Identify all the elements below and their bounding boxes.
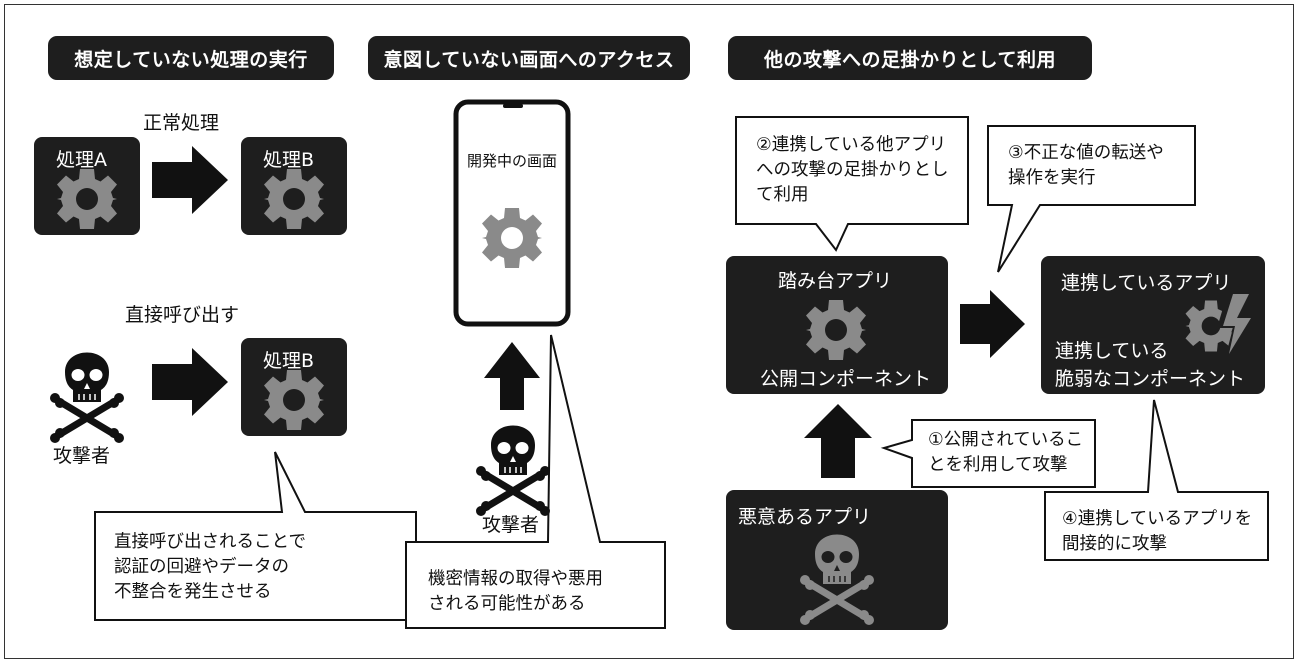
process-b-box: 処理B [241,137,347,235]
callout-confidential-text: 機密情報の取得や悪用 される可能性がある [428,569,603,614]
callout-shape [94,451,417,621]
header-unintended-screen-access: 意図していない画面へのアクセス [368,36,690,80]
stepping-stone-app-box: 踏み台アプリ 公開コンポーネント [726,256,948,394]
dev-screen-label: 開発中の画面 [467,152,558,170]
linked-app-box: 連携しているアプリ 連携している 脆弱なコンポーネント [1041,256,1265,394]
attacker-label-2: 攻撃者 [482,514,540,536]
callout-direct-call-text: 直接呼び出されることで 認証の回避やデータの 不整合を発生させる [114,532,306,602]
linked-sub-label-2: 脆弱なコンポーネント [1055,368,1246,390]
malicious-app-label: 悪意あるアプリ [738,506,872,528]
gear-icon [264,370,324,430]
gear-icon [482,208,542,268]
process-b-direct-box: 処理B [241,338,347,436]
process-b-label: 処理B [263,149,315,171]
callout-3-text: ③不正な値の転送や 操作を実行 [1008,143,1164,188]
skull-icon [726,490,948,630]
gear-icon [264,169,324,229]
arrow-right-icon [152,146,228,214]
arrow-right-icon [152,348,228,416]
diagram-frame [4,4,1294,659]
public-component-label: 公開コンポーネント [760,368,932,390]
callout-shape [987,125,1196,273]
header-unexpected-process: 想定していない処理の実行 [48,36,334,80]
skull-icon [468,418,558,518]
process-b-direct-label: 処理B [263,350,315,372]
linked-sub-label-1: 連携している [1055,340,1169,362]
linked-app-label: 連携しているアプリ [1061,272,1232,294]
arrow-right-icon [960,290,1025,358]
header-stepping-stone: 他の攻撃への足掛かりとして利用 [728,36,1092,80]
callout-1-text: ①公開されているこ とを利用して攻撃 [928,430,1084,475]
stepping-stone-app-label: 踏み台アプリ [778,270,893,292]
callout-shape [735,116,969,252]
attacker-label: 攻撃者 [53,445,111,467]
arrow-up-icon [484,342,540,410]
broken-gear-icon [1185,288,1255,366]
direct-call-label: 直接呼び出す [125,304,240,326]
gear-icon [57,169,117,229]
skull-icon [42,345,132,445]
arrow-up-icon [804,404,872,478]
process-a-box: 処理A [34,137,140,235]
callout-shape [1044,399,1269,561]
callout-2-text: ②連携している他アプリ への攻撃の足掛かりとし て利用 [756,135,949,205]
callout-4-text: ④連携しているアプリを 間接的に攻撃 [1062,509,1253,554]
normal-process-label: 正常処理 [143,112,220,134]
process-a-label: 処理A [56,149,107,171]
malicious-app-box: 悪意あるアプリ [726,490,948,630]
callout-shape [880,419,1096,488]
